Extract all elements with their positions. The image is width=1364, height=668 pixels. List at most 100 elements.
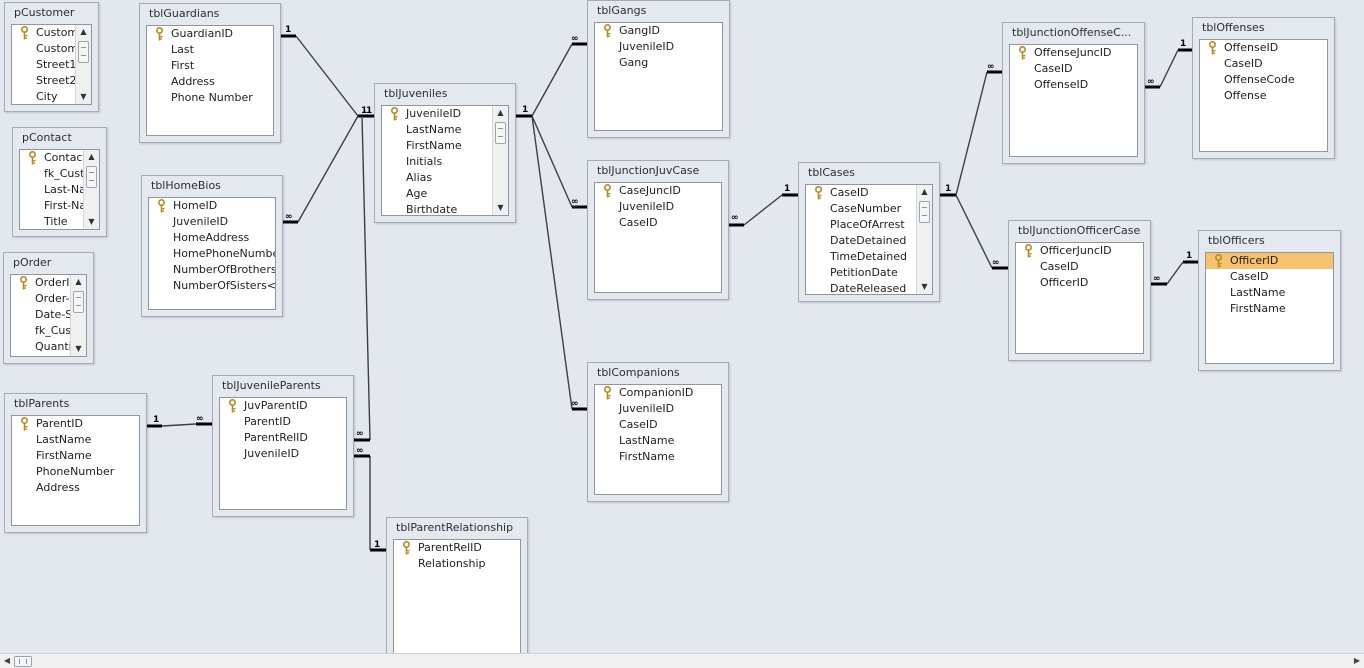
table-title[interactable]: pContact xyxy=(22,131,72,144)
field-row[interactable]: LastName xyxy=(595,433,721,449)
field-row[interactable]: CompanionID xyxy=(595,385,721,401)
relationship-juveniles-junctionjuvcase[interactable]: ∞ xyxy=(516,114,587,209)
field-row[interactable]: FirstName xyxy=(382,138,508,154)
relationship-officers-junctionofficercase[interactable]: 1∞ xyxy=(1151,251,1198,286)
table-title[interactable]: tblParents xyxy=(14,397,70,410)
vertical-scrollbar[interactable]: ▲▼ xyxy=(492,106,508,215)
relationship-parents-juvenileparents[interactable]: 1∞ xyxy=(147,414,212,428)
vertical-scrollbar[interactable]: ▲▼ xyxy=(916,185,932,294)
field-row[interactable]: GuardianID xyxy=(147,26,273,42)
scroll-down-icon[interactable]: ▼ xyxy=(80,92,87,101)
table-title[interactable]: tblJunctionJuvCase xyxy=(597,164,700,177)
field-row[interactable]: OffenseJuncID xyxy=(1010,45,1137,61)
field-row[interactable]: NumberOfBrothers<18 xyxy=(149,262,275,278)
field-list[interactable]: OrderIDOrder-DateDate-Shippedfk_Customer… xyxy=(10,274,87,357)
vertical-scroll-thumb[interactable] xyxy=(73,291,84,313)
field-row[interactable]: ParentID xyxy=(220,414,346,430)
relationship-cases-junctionoffensecase[interactable]: 1∞ xyxy=(940,62,1002,197)
field-row[interactable]: Offense xyxy=(1200,88,1327,104)
field-row[interactable]: CaseNumber xyxy=(806,201,932,217)
field-row[interactable]: City xyxy=(12,89,91,104)
table-title[interactable]: tblParentRelationship xyxy=(396,521,514,534)
relationship-juveniles-juvenileparents[interactable]: ∞ xyxy=(354,114,374,442)
field-row[interactable]: FirstName xyxy=(595,449,721,465)
vertical-scrollbar[interactable]: ▲▼ xyxy=(75,25,91,104)
scroll-down-icon[interactable]: ▼ xyxy=(88,217,95,226)
relationship-parentrelationship-juvenileparents[interactable]: 1∞ xyxy=(354,446,386,552)
scroll-up-icon[interactable]: ▲ xyxy=(80,27,87,36)
field-row[interactable]: HomeAddress xyxy=(149,230,275,246)
field-row[interactable]: Address xyxy=(12,480,139,496)
field-row[interactable]: ParentRelID xyxy=(220,430,346,446)
vertical-scroll-thumb[interactable] xyxy=(495,122,506,144)
relationship-juveniles-companions[interactable]: ∞ xyxy=(516,114,587,411)
field-row[interactable]: ParentID xyxy=(12,416,139,432)
field-row[interactable]: TimeDetained xyxy=(806,249,932,265)
field-row[interactable]: First xyxy=(147,58,273,74)
field-row[interactable]: HomePhoneNumber xyxy=(149,246,275,262)
field-row[interactable]: CaseID xyxy=(806,185,932,201)
relationship-offenses-junctionoffensecase[interactable]: 1∞ xyxy=(1145,39,1192,89)
field-row[interactable]: Initials xyxy=(382,154,508,170)
field-row[interactable]: Relationship xyxy=(394,556,520,572)
horizontal-scroll-thumb[interactable] xyxy=(14,656,32,667)
table-pcontact[interactable]: pContactContactIDfk_CustomerIDLast-NameF… xyxy=(12,127,107,237)
table-title[interactable]: tblOfficers xyxy=(1208,234,1265,247)
field-row[interactable]: GangID xyxy=(595,23,722,39)
table-pcustomer[interactable]: pCustomerCustomerIDCustomerNameStreet1St… xyxy=(4,2,99,112)
field-row[interactable]: Address xyxy=(147,74,273,90)
field-row[interactable]: CaseID xyxy=(1010,61,1137,77)
scroll-up-icon[interactable]: ▲ xyxy=(75,277,82,286)
scroll-down-icon[interactable]: ▼ xyxy=(75,344,82,353)
vertical-scroll-thumb[interactable] xyxy=(86,166,97,188)
field-row[interactable]: OffenseID xyxy=(1200,40,1327,56)
scroll-left-icon[interactable]: ◀ xyxy=(3,656,11,665)
field-row[interactable]: FirstName xyxy=(1206,301,1333,317)
vertical-scroll-thumb[interactable] xyxy=(78,41,89,63)
table-title[interactable]: tblOffenses xyxy=(1202,21,1265,34)
relationship-cases-junctionofficercase[interactable]: ∞ xyxy=(940,193,1008,270)
field-row[interactable]: JuvParentID xyxy=(220,398,346,414)
horizontal-scrollbar[interactable]: ◀ ▶ xyxy=(0,653,1364,668)
scroll-right-icon[interactable]: ▶ xyxy=(1353,656,1361,665)
field-row[interactable]: PlaceOfArrest xyxy=(806,217,932,233)
table-title[interactable]: tblJuvenileParents xyxy=(222,379,321,392)
field-row[interactable]: JuvenileID xyxy=(595,39,722,55)
relationship-juveniles-homebios[interactable]: 1∞ xyxy=(283,106,374,224)
field-row[interactable]: CaseID xyxy=(1016,259,1143,275)
field-row[interactable]: CaseID xyxy=(595,215,721,231)
field-row[interactable]: FirstName xyxy=(12,448,139,464)
field-row[interactable]: JuvenileID xyxy=(595,199,721,215)
field-row[interactable]: OfficerJuncID xyxy=(1016,243,1143,259)
field-row[interactable]: OfficerID xyxy=(1016,275,1143,291)
field-row[interactable]: OffenseCode xyxy=(1200,72,1327,88)
table-porder[interactable]: pOrderOrderIDOrder-DateDate-Shippedfk_Cu… xyxy=(3,252,94,364)
scroll-up-icon[interactable]: ▲ xyxy=(497,108,504,117)
table-title[interactable]: tblGuardians xyxy=(149,7,220,20)
field-row[interactable]: OffenseID xyxy=(1010,77,1137,93)
table-title[interactable]: tblCompanions xyxy=(597,366,680,379)
relationship-guardians-juveniles[interactable]: 11 xyxy=(281,25,374,118)
field-row[interactable]: PetitionDate xyxy=(806,265,932,281)
relationships-canvas[interactable]: 111∞1∞∞∞1∞1∞∞1∞1∞1∞∞1∞ pCustomerCustomer… xyxy=(0,0,1364,654)
field-row[interactable]: PhoneNumber xyxy=(12,464,139,480)
field-row[interactable]: JuvenileID xyxy=(149,214,275,230)
field-row[interactable]: Age xyxy=(382,186,508,202)
field-row[interactable]: LastName xyxy=(1206,285,1333,301)
field-row[interactable]: Alias xyxy=(382,170,508,186)
field-row[interactable]: LastName xyxy=(382,122,508,138)
field-row[interactable]: Street1 xyxy=(12,57,91,73)
relationship-cases-junctionjuvcase[interactable]: 1∞ xyxy=(729,184,798,227)
